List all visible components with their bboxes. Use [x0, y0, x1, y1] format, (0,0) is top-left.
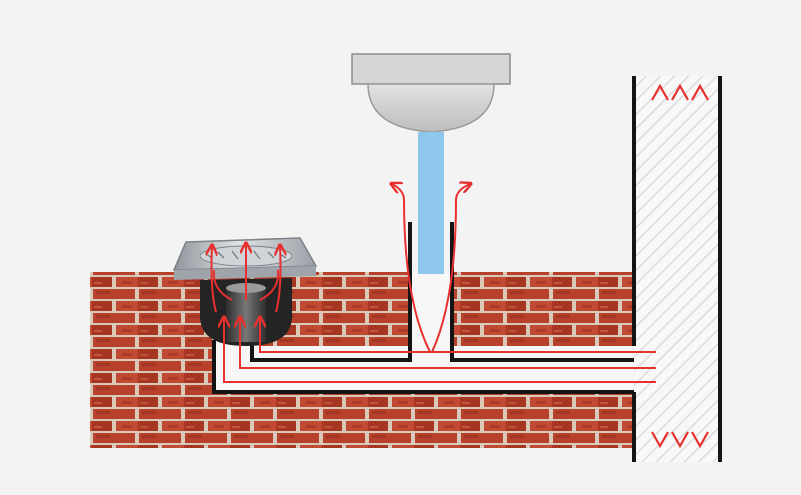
- flow-line-drain-left: [212, 246, 217, 313]
- up-chevrons-icon: [651, 83, 709, 101]
- water-stream: [418, 132, 444, 274]
- sink-basin-icon: [351, 53, 511, 133]
- flow-line-lower: [224, 318, 656, 383]
- flow-line-sink-left: [392, 184, 431, 353]
- flow-curl-left: [212, 269, 233, 301]
- down-chevrons-icon: [651, 431, 709, 449]
- flow-curl-right: [259, 269, 280, 301]
- flow-line-middle: [240, 318, 656, 369]
- flow-line-drain-right: [276, 246, 281, 313]
- lower-pipe-wall: [212, 340, 634, 394]
- flow-line-sink-right: [431, 184, 470, 353]
- odour-flow-arrows: [212, 184, 656, 383]
- vertical-stack: [632, 76, 722, 462]
- flow-line-upper: [260, 318, 656, 353]
